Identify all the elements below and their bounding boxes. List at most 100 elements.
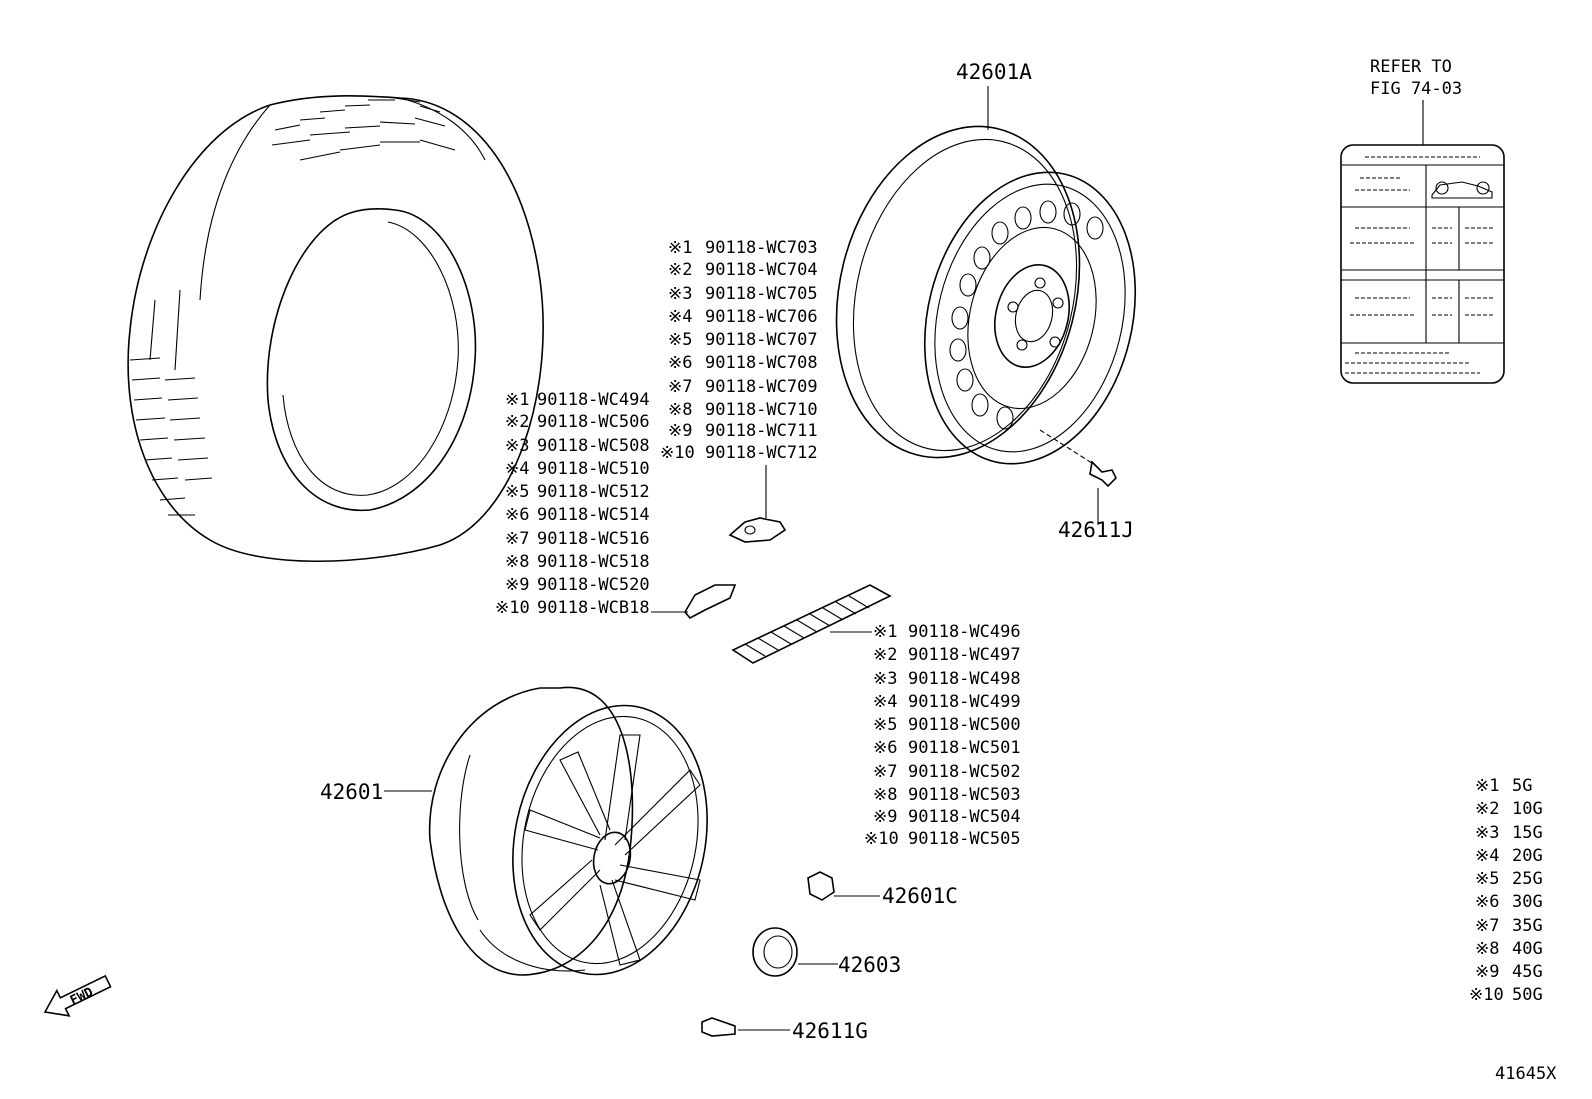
center-cap[interactable] [752,927,838,977]
svg-text:5G: 5G [1512,776,1532,796]
svg-text:※10: ※10 [495,598,530,618]
lug-nut[interactable] [807,871,880,901]
callout-42601[interactable]: 42601 [320,780,383,804]
svg-text:※2: ※2 [1475,799,1499,819]
svg-text:※4: ※4 [1475,846,1499,866]
callout-42611j[interactable]: 42611J [1058,518,1134,542]
svg-text:90118-WC502: 90118-WC502 [908,762,1021,782]
valve-stem-alloy[interactable] [701,1017,790,1037]
svg-text:※8: ※8 [1475,939,1499,959]
svg-text:90118-WC516: 90118-WC516 [537,529,650,549]
svg-text:※9: ※9 [873,807,897,827]
refer-line-2[interactable]: FIG 74-03 [1370,79,1462,99]
callout-42601c[interactable]: 42601C [882,884,958,908]
svg-text:90118-WC505: 90118-WC505 [908,829,1021,849]
adhesive-weight-strip[interactable] [731,584,892,664]
svg-text:※2: ※2 [505,412,529,432]
svg-text:※3: ※3 [505,436,529,456]
svg-text:90118-WC510: 90118-WC510 [537,459,650,479]
svg-text:※10: ※10 [1469,985,1504,1005]
callout-42603[interactable]: 42603 [838,953,901,977]
list-item[interactable]: ※6 90118-WC514 [505,505,650,525]
svg-text:90118-WC498: 90118-WC498 [908,669,1021,689]
svg-text:※9: ※9 [668,421,692,441]
svg-text:※1: ※1 [668,238,692,258]
fwd-arrow: FWD [43,974,112,1017]
svg-text:30G: 30G [1512,892,1543,912]
list-item[interactable]: ※10 90118-WC505 [864,829,1021,849]
svg-text:※9: ※9 [505,575,529,595]
svg-text:※5: ※5 [505,482,529,502]
tire-illustration[interactable] [127,95,544,563]
list-item[interactable]: ※5 90118-WC512 [505,482,650,502]
svg-text:※5: ※5 [1475,869,1499,889]
refer-label-card[interactable] [1340,100,1505,384]
list-item[interactable]: ※4 90118-WC510 [505,459,650,479]
svg-text:90118-WC706: 90118-WC706 [705,307,818,327]
refer-line-1[interactable]: REFER TO [1370,57,1452,77]
list-item: ※4 20G [1475,846,1543,866]
svg-text:※6: ※6 [505,505,529,525]
list-item[interactable]: ※1 90118-WC703 [668,238,818,258]
svg-text:※1: ※1 [873,622,897,642]
svg-text:90118-WC512: 90118-WC512 [537,482,650,502]
callout-42611g[interactable]: 42611G [792,1019,868,1043]
svg-text:90118-WC703: 90118-WC703 [705,238,818,258]
list-item: ※2 10G [1475,799,1543,819]
svg-text:※1: ※1 [505,390,529,410]
steel-wheel-illustration[interactable] [803,100,1165,486]
list-item[interactable]: ※7 90118-WC516 [505,529,650,549]
svg-text:※7: ※7 [668,377,692,397]
valve-stem-steel[interactable] [1089,460,1117,525]
alloy-wheel-illustration[interactable] [428,686,732,993]
svg-text:10G: 10G [1512,799,1543,819]
svg-text:※1: ※1 [1475,776,1499,796]
svg-text:※7: ※7 [505,529,529,549]
svg-text:90118-WC497: 90118-WC497 [908,645,1021,665]
svg-text:※8: ※8 [668,400,692,420]
svg-text:※4: ※4 [505,459,529,479]
callout-42601a[interactable]: 42601A [956,60,1032,84]
svg-text:20G: 20G [1512,846,1543,866]
svg-text:90118-WC501: 90118-WC501 [908,738,1021,758]
svg-text:90118-WC709: 90118-WC709 [705,377,818,397]
clip-weight-a[interactable] [728,465,787,543]
svg-text:90118-WC514: 90118-WC514 [537,505,650,525]
list-item[interactable]: ※7 90118-WC709 [668,377,818,397]
svg-text:15G: 15G [1512,823,1543,843]
svg-text:※3: ※3 [668,284,692,304]
svg-text:※10: ※10 [864,829,899,849]
clip-weight-b[interactable] [651,584,737,620]
